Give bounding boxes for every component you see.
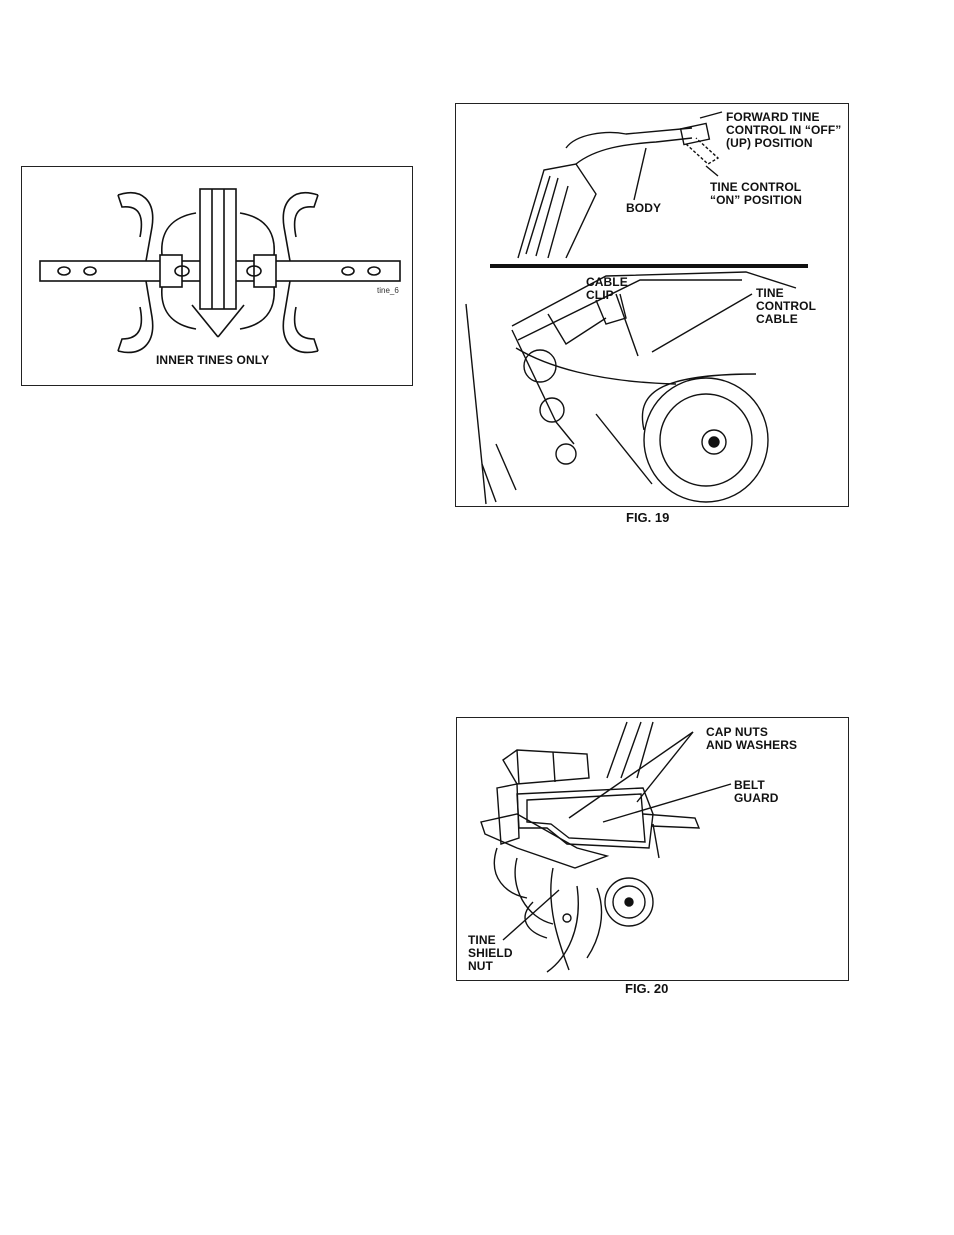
cable-clip-line2: CLIP — [586, 289, 628, 302]
figure-code: tine_6 — [377, 286, 399, 295]
belt-guard-line2: GUARD — [734, 792, 779, 805]
tine-shield-line3: NUT — [468, 960, 513, 973]
forward-label-line3: (UP) POSITION — [726, 137, 841, 150]
belt-guard-label: BELT GUARD — [734, 779, 779, 805]
tine-control-cable-label: TINE CONTROL CABLE — [756, 287, 816, 326]
tine-shield-nut-label: TINE SHIELD NUT — [468, 934, 513, 973]
fig20-caption: FIG. 20 — [625, 981, 668, 996]
tine-control-on-label: TINE CONTROL “ON” POSITION — [710, 181, 802, 207]
cap-nuts-label: CAP NUTS AND WASHERS — [706, 726, 797, 752]
forward-tine-control-label: FORWARD TINE CONTROL IN “OFF” (UP) POSIT… — [726, 111, 841, 150]
fig20-figure: CAP NUTS AND WASHERS BELT GUARD TINE SHI… — [456, 717, 849, 981]
cap-nuts-line2: AND WASHERS — [706, 739, 797, 752]
tine-control-label-line2: “ON” POSITION — [710, 194, 802, 207]
fig19-caption: FIG. 19 — [626, 510, 669, 525]
fig19-figure: FORWARD TINE CONTROL IN “OFF” (UP) POSIT… — [455, 103, 849, 507]
inner-tines-label: INNER TINES ONLY — [156, 354, 269, 367]
body-label: BODY — [626, 202, 661, 215]
cable-clip-label: CABLE CLIP — [586, 276, 628, 302]
tines-figure: INNER TINES ONLY tine_6 — [21, 166, 413, 386]
fig20-illustration — [457, 718, 850, 982]
cable-label-line3: CABLE — [756, 313, 816, 326]
